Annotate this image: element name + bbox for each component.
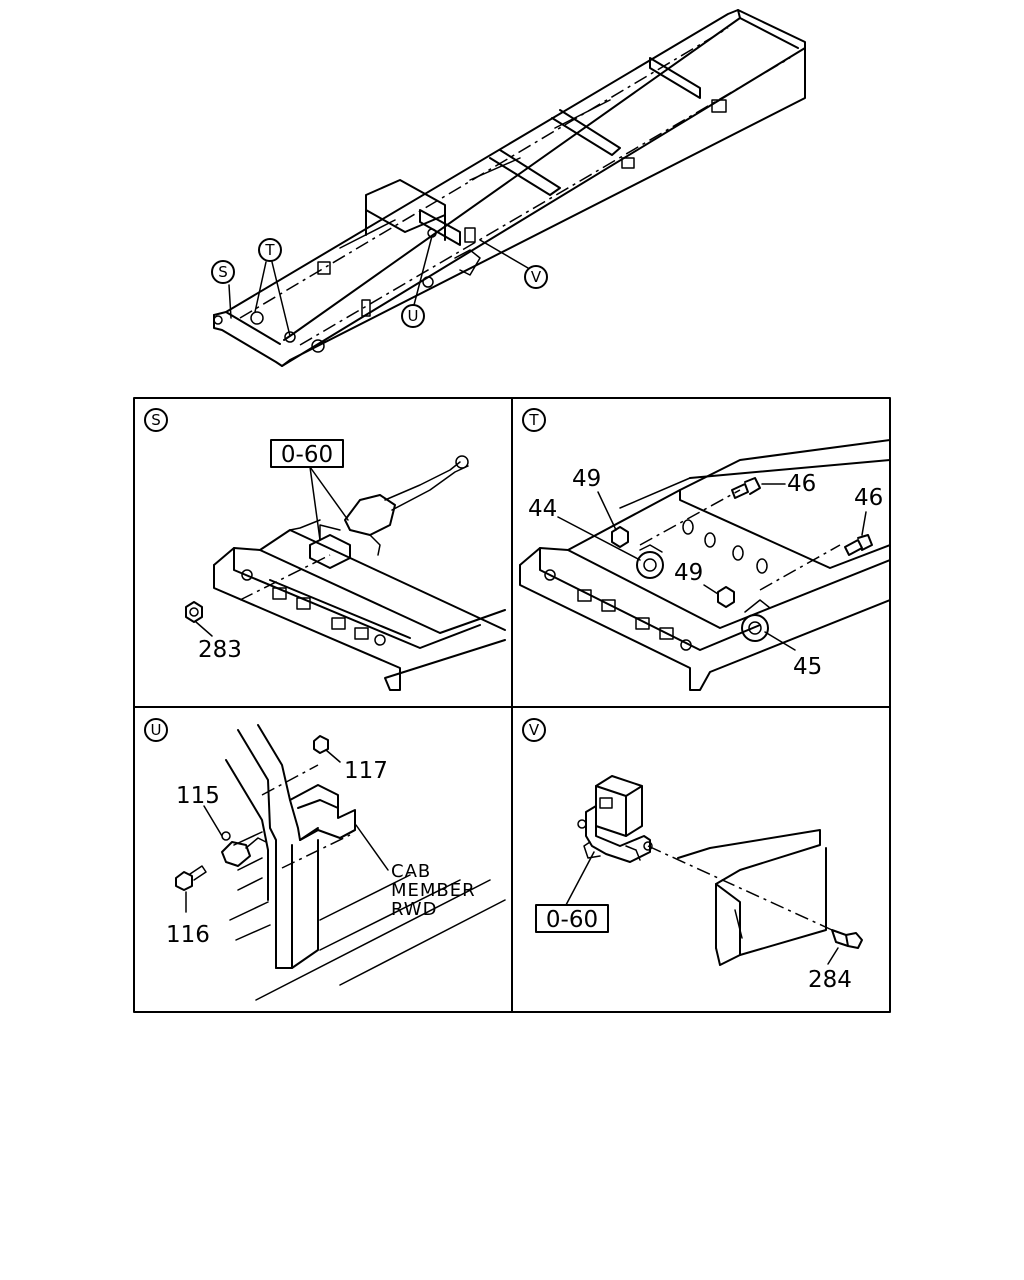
panel-t: T bbox=[519, 408, 891, 691]
svg-text:U: U bbox=[151, 721, 162, 739]
callout-u: U bbox=[401, 304, 425, 328]
callout-v: V bbox=[524, 265, 548, 289]
panel-t-badge: T bbox=[522, 408, 546, 432]
nut-49-lower bbox=[717, 586, 735, 608]
chassis-frame-overview bbox=[213, 9, 806, 367]
part-label-116: 116 bbox=[166, 922, 210, 948]
part-label-117: 117 bbox=[344, 758, 388, 784]
svg-text:T: T bbox=[264, 241, 275, 259]
svg-text:0-60: 0-60 bbox=[281, 442, 333, 468]
part-label-44: 44 bbox=[528, 496, 557, 522]
svg-text:RWD: RWD bbox=[391, 899, 437, 920]
cab-member-note: CAB MEMBER RWD bbox=[391, 861, 476, 920]
detail-grid bbox=[133, 397, 891, 1013]
panel-v: V 0-60 284 bbox=[522, 718, 863, 993]
svg-text:T: T bbox=[528, 411, 539, 429]
panel-s-ref-box: 0-60 bbox=[270, 439, 344, 468]
callout-t: T bbox=[258, 238, 282, 262]
svg-text:CAB: CAB bbox=[391, 861, 431, 882]
part-label-49-lower: 49 bbox=[674, 560, 703, 586]
nut-117 bbox=[313, 735, 329, 754]
panel-v-ref-box: 0-60 bbox=[535, 904, 609, 933]
solenoid-valve bbox=[577, 775, 653, 863]
bolt-46-right bbox=[844, 534, 873, 556]
panel-v-badge: V bbox=[522, 718, 546, 742]
panel-u-badge: U bbox=[144, 718, 168, 742]
sensor-115 bbox=[221, 831, 267, 867]
svg-text:0-60: 0-60 bbox=[546, 907, 598, 933]
horn-45 bbox=[741, 599, 771, 642]
part-label-284: 284 bbox=[808, 967, 852, 993]
panel-s: S 0-60 28 bbox=[144, 408, 506, 691]
part-label-46-right: 46 bbox=[854, 485, 883, 511]
panel-s-badge: S bbox=[144, 408, 168, 432]
nut-283 bbox=[185, 601, 203, 623]
bolt-116 bbox=[175, 865, 207, 891]
callout-s: S bbox=[211, 260, 235, 284]
part-label-45: 45 bbox=[793, 654, 822, 680]
svg-text:V: V bbox=[529, 721, 540, 739]
part-label-46-upper: 46 bbox=[787, 471, 816, 497]
bolt-284 bbox=[831, 929, 863, 949]
horn-44 bbox=[636, 544, 664, 579]
part-label-49-upper: 49 bbox=[572, 466, 601, 492]
svg-text:S: S bbox=[218, 263, 228, 281]
svg-text:S: S bbox=[151, 411, 161, 429]
svg-text:MEMBER: MEMBER bbox=[391, 880, 476, 901]
svg-text:U: U bbox=[408, 307, 419, 325]
panel-u: U bbox=[144, 718, 506, 1001]
svg-text:V: V bbox=[531, 268, 542, 286]
part-label-283: 283 bbox=[198, 637, 242, 663]
bolt-46-upper bbox=[731, 477, 761, 499]
part-label-115: 115 bbox=[176, 783, 220, 809]
nut-49-upper bbox=[611, 526, 629, 548]
